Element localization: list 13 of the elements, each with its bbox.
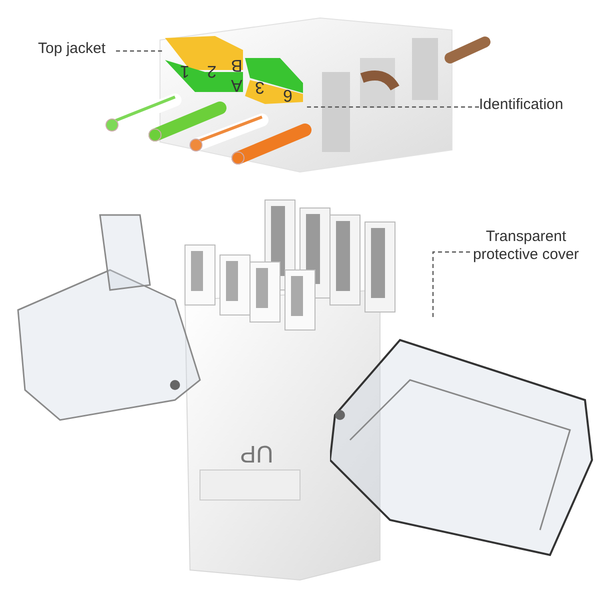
wiring-standard-letter: B	[231, 56, 242, 74]
pin-number: 3	[255, 78, 264, 96]
pin-number: 2	[207, 62, 216, 80]
pin-number: 1	[180, 62, 190, 80]
wiring-standard-letter: A	[231, 76, 242, 94]
leader-line	[432, 251, 470, 320]
pin-number: 6	[283, 86, 292, 104]
callout-label: Transparent protective cover	[472, 228, 580, 264]
leader-line	[116, 50, 165, 52]
leader-line	[305, 106, 479, 108]
callout-label: Top jacket	[38, 40, 107, 58]
orientation-marking: UP	[240, 440, 274, 466]
callout-label: Identification	[479, 96, 564, 114]
